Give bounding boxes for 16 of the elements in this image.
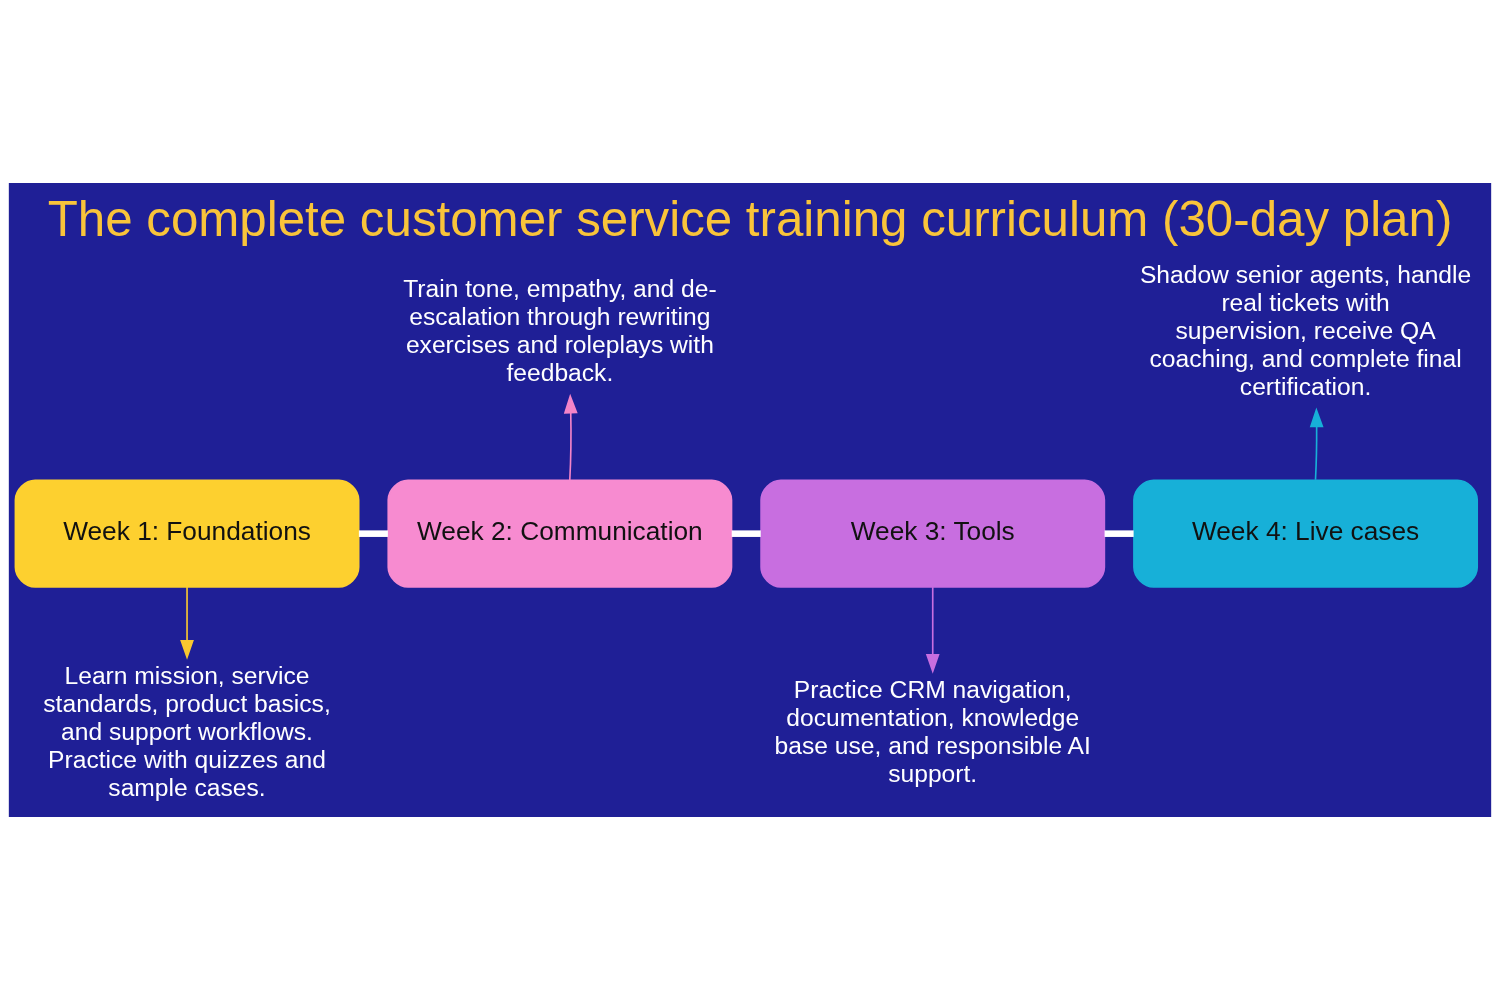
connector	[1104, 530, 1134, 537]
arrow	[180, 586, 194, 660]
node-box: Week 1: Foundations	[14, 479, 360, 588]
node-text: Shadow senior agents, handle real tickets with supervision, receive QA coaching, and complete final certification.	[1139, 261, 1472, 400]
node-box: Week 3: Tools	[760, 479, 1106, 588]
arrow	[563, 393, 578, 481]
arrow	[925, 586, 940, 674]
node-box: Week 4: Live cases	[1133, 479, 1479, 588]
diagram-title: The complete customer service training curriculum (30-day plan)	[47, 190, 1453, 246]
node-box: Week 2: Communication	[387, 479, 733, 588]
node-text: Learn mission, service standards, product basics, and support workflows. Practice with quizzes and sample cases.	[43, 661, 331, 801]
connector	[358, 530, 388, 537]
node-text: Train tone, empathy, and de-escalation through rewriting exercises and roleplays with feedback.	[403, 275, 717, 386]
connector	[731, 530, 761, 537]
arrow	[1309, 407, 1324, 481]
node-text: Practice CRM navigation, documentation, knowledge base use, and responsible AI support.	[774, 675, 1091, 787]
